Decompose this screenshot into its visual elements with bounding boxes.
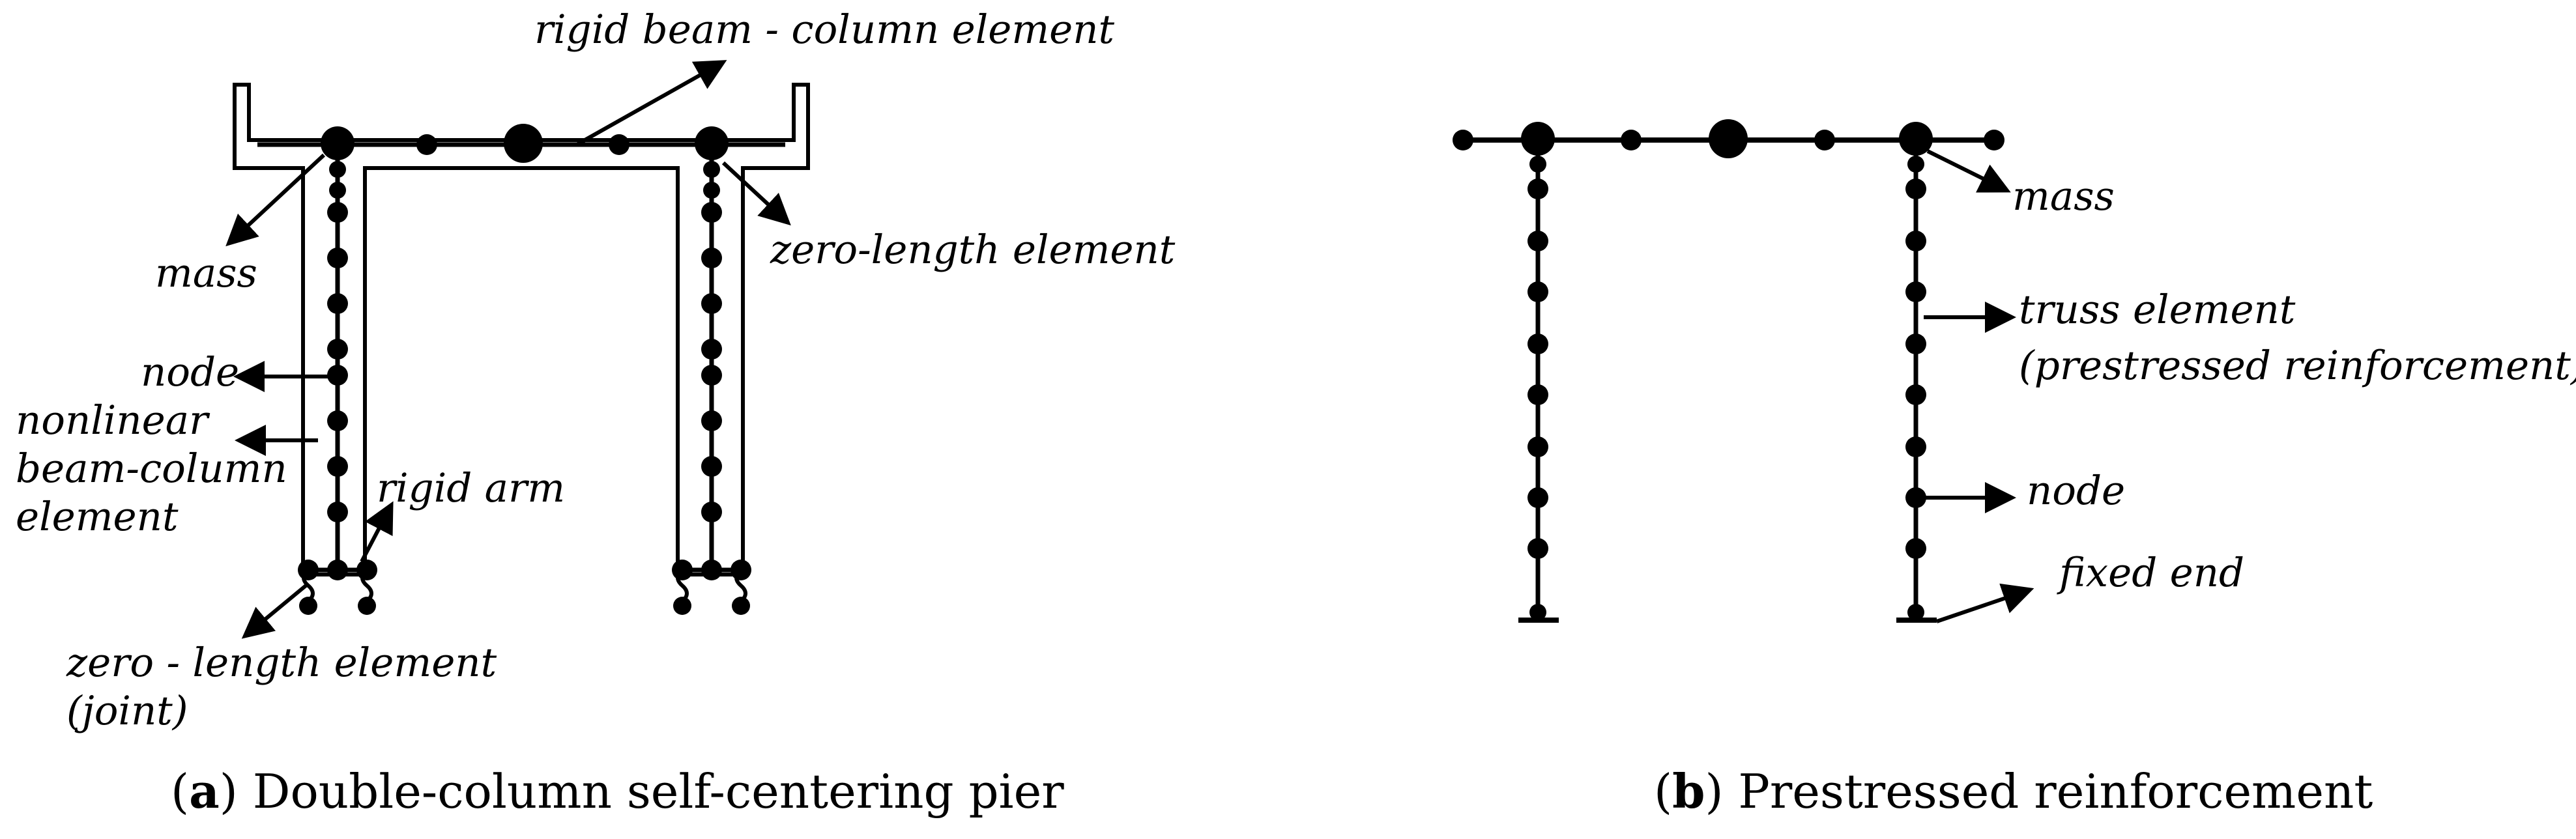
node bbox=[1905, 487, 1926, 508]
right-column-nodes bbox=[672, 161, 751, 615]
label-zero-joint-line2: (joint) bbox=[66, 688, 188, 734]
label-nonlinear-line3: element bbox=[16, 494, 179, 540]
node bbox=[701, 339, 722, 360]
node bbox=[672, 560, 693, 580]
node bbox=[1905, 231, 1926, 251]
label-zero-length-element: zero-length element bbox=[770, 227, 1176, 273]
arrow-rigid-arm bbox=[360, 501, 394, 563]
node bbox=[298, 560, 319, 580]
fixed-node bbox=[299, 597, 317, 615]
node bbox=[1529, 604, 1546, 621]
left-truss-nodes bbox=[1527, 156, 1548, 621]
node bbox=[1527, 487, 1548, 508]
node bbox=[1907, 604, 1924, 621]
node bbox=[701, 202, 722, 223]
node bbox=[1907, 156, 1924, 173]
node bbox=[703, 161, 720, 178]
node bbox=[701, 293, 722, 314]
mass-node bbox=[504, 124, 543, 163]
node bbox=[1527, 436, 1548, 457]
node bbox=[329, 161, 346, 178]
label-mass: mass bbox=[155, 250, 257, 296]
node bbox=[701, 456, 722, 477]
fixed-node bbox=[358, 597, 376, 615]
panel-b-arrows bbox=[1924, 149, 2034, 623]
caption-b: (b) Prestressed reinforcement bbox=[1654, 763, 2373, 819]
node bbox=[1527, 281, 1548, 302]
node bbox=[327, 339, 348, 360]
node bbox=[1527, 538, 1548, 559]
left-column-nodes bbox=[298, 161, 377, 615]
node bbox=[356, 560, 377, 580]
node bbox=[327, 202, 348, 223]
node bbox=[1905, 334, 1926, 354]
fixed-node bbox=[673, 597, 691, 615]
node bbox=[1453, 130, 1473, 150]
node bbox=[731, 560, 751, 580]
arrow-zero-length bbox=[721, 161, 791, 226]
mass-node bbox=[1899, 122, 1933, 156]
label-rigid-beam-column: rigid beam - column element bbox=[534, 7, 1115, 53]
label-truss-line1: truss element bbox=[2019, 287, 2296, 333]
arrow-mass bbox=[225, 153, 326, 247]
label-node: node bbox=[141, 349, 239, 395]
panel-a-double-column-pier: rigid beam - column element mass zero-le… bbox=[16, 7, 1176, 819]
mass-node bbox=[321, 126, 355, 160]
mass-node bbox=[1521, 122, 1555, 156]
node bbox=[1984, 130, 2004, 150]
arrow-rigid-beam bbox=[575, 60, 727, 147]
node bbox=[1529, 156, 1546, 173]
node bbox=[416, 134, 437, 155]
node bbox=[701, 560, 722, 580]
beam-nodes-b bbox=[1453, 119, 2004, 158]
node bbox=[1905, 281, 1926, 302]
node bbox=[1905, 436, 1926, 457]
node bbox=[703, 182, 720, 199]
node bbox=[327, 293, 348, 314]
right-truss-nodes bbox=[1905, 156, 1926, 621]
node bbox=[701, 410, 722, 431]
node bbox=[1527, 334, 1548, 354]
label-zero-joint-line1: zero - length element bbox=[66, 640, 497, 686]
panel-b-prestressed-reinforcement: mass truss element (prestressed reinforc… bbox=[1453, 119, 2576, 819]
node bbox=[1621, 130, 1642, 150]
node bbox=[1905, 178, 1926, 199]
caption-a: (a) Double-column self-centering pier bbox=[171, 763, 1064, 819]
node bbox=[327, 410, 348, 431]
panel-a-arrows bbox=[225, 60, 791, 639]
node bbox=[701, 502, 722, 522]
node bbox=[329, 182, 346, 199]
node bbox=[1527, 231, 1548, 251]
node bbox=[1527, 384, 1548, 405]
node bbox=[327, 248, 348, 268]
arrow-zero-joint bbox=[241, 582, 310, 639]
label-truss-line2: (prestressed reinforcement) bbox=[2019, 343, 2576, 389]
node bbox=[327, 365, 348, 386]
beam-nodes-a bbox=[321, 124, 729, 163]
fixed-node bbox=[732, 597, 750, 615]
arrow-fixed-end bbox=[1936, 583, 2034, 623]
node bbox=[609, 134, 630, 155]
node bbox=[701, 365, 722, 386]
label-nonlinear-line1: nonlinear bbox=[16, 397, 210, 444]
node bbox=[327, 456, 348, 477]
label-node-b: node bbox=[2027, 468, 2125, 514]
label-mass-b: mass bbox=[2012, 173, 2115, 220]
node bbox=[327, 560, 348, 580]
node bbox=[1905, 538, 1926, 559]
mass-node bbox=[695, 126, 729, 160]
node bbox=[1527, 178, 1548, 199]
node bbox=[701, 248, 722, 268]
label-nonlinear-line2: beam-column bbox=[16, 446, 287, 492]
mass-node bbox=[1709, 119, 1748, 158]
arrow-mass-b bbox=[1926, 149, 2011, 193]
node bbox=[1814, 130, 1835, 150]
node bbox=[327, 502, 348, 522]
label-rigid-arm: rigid arm bbox=[377, 465, 565, 511]
label-fixed-end: fixed end bbox=[2057, 550, 2244, 596]
node bbox=[1905, 384, 1926, 405]
